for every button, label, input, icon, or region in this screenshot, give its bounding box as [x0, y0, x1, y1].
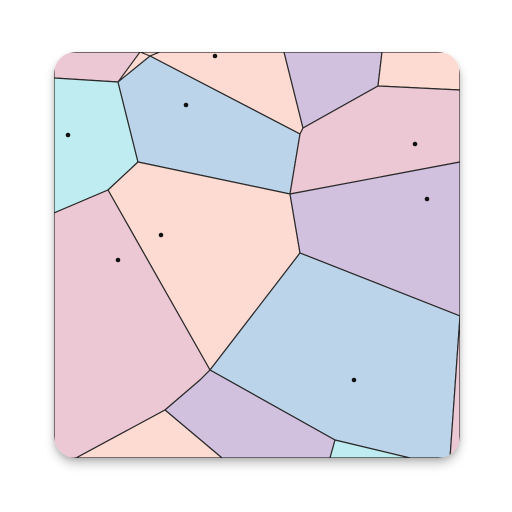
- voronoi-diagram-app-icon[interactable]: [54, 52, 460, 458]
- voronoi-cell: [329, 439, 411, 458]
- voronoi-cell: [449, 315, 460, 458]
- voronoi-diagram: [54, 52, 460, 458]
- voronoi-cell: [75, 409, 223, 458]
- voronoi-cell: [289, 161, 460, 317]
- voronoi-cell: [377, 52, 460, 91]
- voronoi-seed-point: [412, 141, 418, 147]
- voronoi-seed-point: [212, 53, 218, 59]
- voronoi-seed-point: [424, 196, 430, 202]
- voronoi-cell: [289, 85, 460, 195]
- voronoi-seed-point: [183, 102, 189, 108]
- voronoi-seed-point: [351, 377, 357, 383]
- voronoi-seed-point: [115, 257, 121, 263]
- voronoi-seed-point: [65, 132, 71, 138]
- voronoi-seed-point: [158, 232, 164, 238]
